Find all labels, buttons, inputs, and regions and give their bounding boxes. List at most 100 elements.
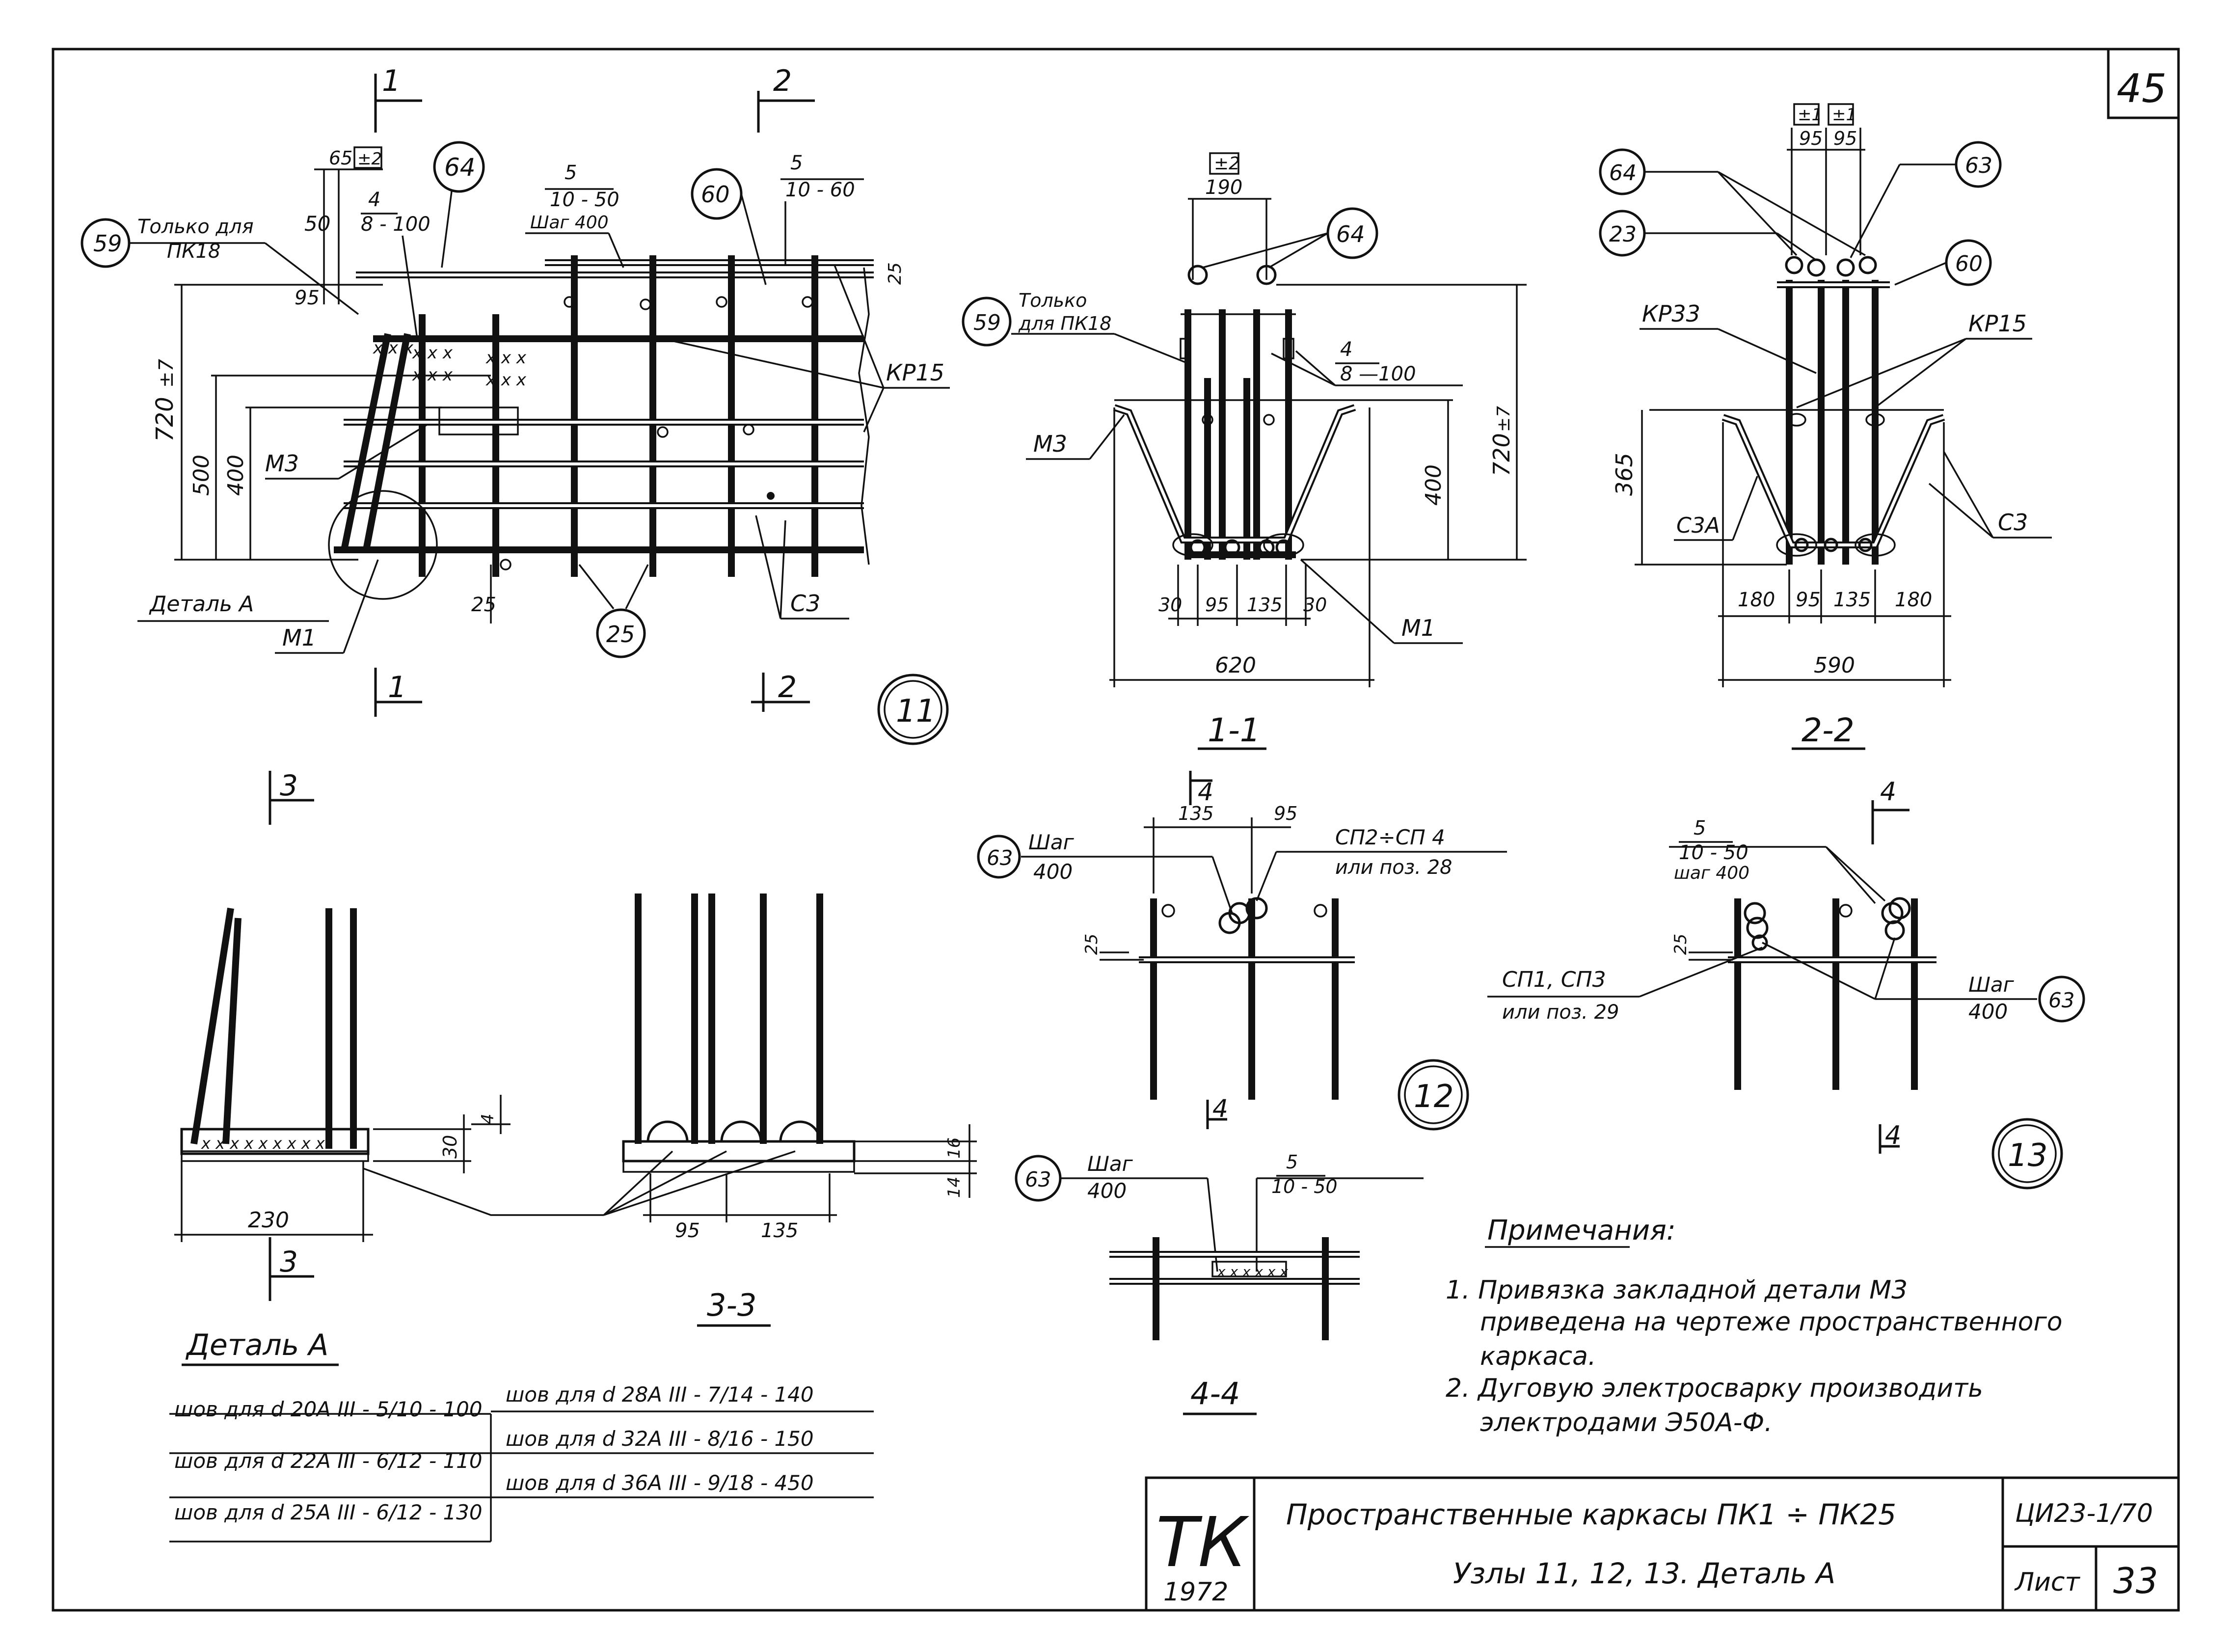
notes-line-2: приведена на чертеже пространственного: [1480, 1307, 2063, 1337]
notes-block: Примечания: 1. Привязка закладной детали…: [1446, 1215, 2063, 1437]
node12-pos63: 63: [987, 846, 1013, 870]
node12-cut-bottom: 4: [1212, 1094, 1228, 1123]
detailA-dim-30: 30: [439, 1135, 461, 1159]
node12-dim-135: 135: [1178, 803, 1214, 824]
weld-row-left-3: шов для d 25A III - 6/12 - 130: [174, 1500, 483, 1524]
dim-95: 95: [295, 287, 320, 309]
sec11-dim-720-tol: ±7: [1494, 406, 1514, 432]
title-sheet-number: 33: [2113, 1560, 2158, 1601]
svg-text:x x x: x x x: [485, 348, 527, 368]
title-org: ТК: [1156, 1503, 1250, 1583]
node12-cut-top: 4: [1198, 778, 1213, 806]
node12-cp-alt: или поз. 28: [1335, 856, 1452, 879]
sec33-dim-14: 14: [944, 1177, 964, 1198]
weld-a-den: 10 - 50: [550, 189, 619, 211]
node13-step: Шаг: [1968, 973, 2015, 997]
notes-line-3: каркаса.: [1480, 1342, 1596, 1371]
dim-pm2: ±2: [357, 149, 382, 169]
sec44-weld-num: 5: [1286, 1151, 1298, 1173]
pos-64-label: 64: [444, 153, 476, 182]
title-sheet-label: Лист: [2014, 1568, 2080, 1597]
sec33-dim-135: 135: [761, 1219, 798, 1242]
node12-dim-25: 25: [1082, 934, 1102, 955]
section-4-4: 63 Шаг 400 5 10 - 50 x x x x x x 4-4: [1015, 1151, 1424, 1415]
node13-dim-25: 25: [1671, 934, 1691, 955]
node13-weld-num: 5: [1694, 817, 1706, 840]
sec44-step: Шаг: [1087, 1152, 1133, 1176]
dim-400: 400: [223, 455, 248, 496]
sec22-dim-180a: 180: [1738, 589, 1775, 611]
sec11-dim-190: 190: [1205, 176, 1242, 199]
sec22-pos64: 64: [1609, 161, 1637, 186]
dim-25-bottom: 25: [471, 594, 496, 616]
weld-a-num: 5: [565, 162, 577, 184]
sec22-dim-95b: 95: [1833, 128, 1857, 149]
node12-step-val: 400: [1033, 860, 1073, 884]
node-13: 4 5 10 - 50 шаг 400 25 СП1, СП3 или поз.…: [1487, 777, 2085, 1190]
sec33-dim-95: 95: [675, 1219, 700, 1242]
sec22-c3a: С3А: [1676, 513, 1720, 538]
sec11-m1: М1: [1401, 615, 1435, 641]
sec22-pos23: 23: [1609, 222, 1637, 247]
node-12: 4 135 95 25 63 Шаг 400 СП2÷СП 4 или поз.…: [977, 771, 1507, 1131]
section-3-3: 16 14 95 135 3-3: [622, 894, 977, 1327]
weld-c-num: 4: [368, 189, 380, 211]
pos-25-label: 25: [606, 621, 635, 648]
weld-row-right-3: шов для d 36A III - 9/18 - 450: [506, 1471, 814, 1495]
sec22-title: 2-2: [1802, 711, 1855, 749]
sec44-weld-den: 10 - 50: [1271, 1176, 1338, 1197]
notes-line-5: электродами Э50А-Ф.: [1480, 1408, 1773, 1437]
dim-500: 500: [189, 455, 214, 496]
cut-1-top: 1: [382, 64, 401, 98]
node13-weld-step: шаг 400: [1674, 863, 1749, 883]
node-11-elevation: 1 2 1 2 x x x x x x x x x x x x: [81, 64, 950, 745]
sec44-title: 4-4: [1190, 1376, 1240, 1411]
weld-b-num: 5: [790, 152, 803, 174]
sec11-dim-620: 620: [1215, 653, 1256, 678]
weld-row-right-2: шов для d 32A III - 8/16 - 150: [506, 1427, 814, 1451]
cut-2-bottom: 2: [778, 670, 797, 704]
weld-row-right-1: шов для d 28A III - 7/14 - 140: [506, 1382, 814, 1407]
sec11-dim-135: 135: [1247, 594, 1283, 616]
svg-text:x x x: x x x: [412, 343, 453, 363]
pos-60-label: 60: [701, 181, 730, 208]
sec11-dim-720: 720: [1488, 433, 1515, 476]
cut-2-top: 2: [773, 64, 792, 98]
detailA-cut-bottom: 3: [280, 1245, 298, 1278]
sec22-pos60: 60: [1955, 251, 1983, 276]
detailA-dim-4: 4: [478, 1113, 498, 1124]
dim-720-tol: ±7: [155, 358, 178, 388]
svg-text:x x x: x x x: [485, 370, 527, 390]
node13-step-val: 400: [1968, 1000, 2008, 1024]
node13-cut-bottom: 4: [1885, 1121, 1901, 1150]
sec11-weld-den: 8 —100: [1340, 363, 1416, 385]
sec22-dim-590: 590: [1814, 653, 1855, 678]
sec11-dim-30a: 30: [1158, 594, 1182, 616]
weld-row-left-2: шов для d 22A III - 6/12 - 110: [174, 1449, 483, 1473]
title-block: ТК 1972 Пространственные каркасы ПК1 ÷ П…: [1145, 1476, 2180, 1612]
title-year: 1972: [1163, 1577, 1228, 1607]
node13-cp-label: СП1, СП3: [1502, 967, 1606, 992]
sec11-dim-30b: 30: [1303, 594, 1327, 616]
section-2-2: ±1 ±1 95 95 64 63: [1599, 103, 2052, 750]
node13-pos63: 63: [2048, 988, 2074, 1012]
sec11-m3: М3: [1033, 431, 1067, 457]
sec22-pos63: 63: [1965, 153, 1992, 178]
label-kp15: КР15: [886, 359, 944, 386]
node-11-tag: 11: [896, 693, 936, 730]
label-m1: М1: [282, 624, 316, 651]
detailA-title: Деталь А: [185, 1328, 328, 1362]
sec22-dim-135: 135: [1833, 589, 1871, 611]
weld-a-step: Шаг 400: [530, 213, 609, 233]
sec44-step-val: 400: [1087, 1179, 1127, 1203]
node12-step: Шаг: [1028, 830, 1075, 854]
dim-50: 50: [304, 212, 330, 236]
sec11-pos64: 64: [1336, 221, 1365, 247]
label-m3: М3: [265, 450, 299, 477]
dim-720: 720: [151, 397, 179, 442]
sec11-only-for2: для ПК18: [1018, 313, 1111, 334]
sec22-dim-95: 95: [1796, 589, 1821, 611]
sec11-pos59: 59: [973, 310, 1001, 335]
pos-59-label: 59: [93, 230, 122, 257]
